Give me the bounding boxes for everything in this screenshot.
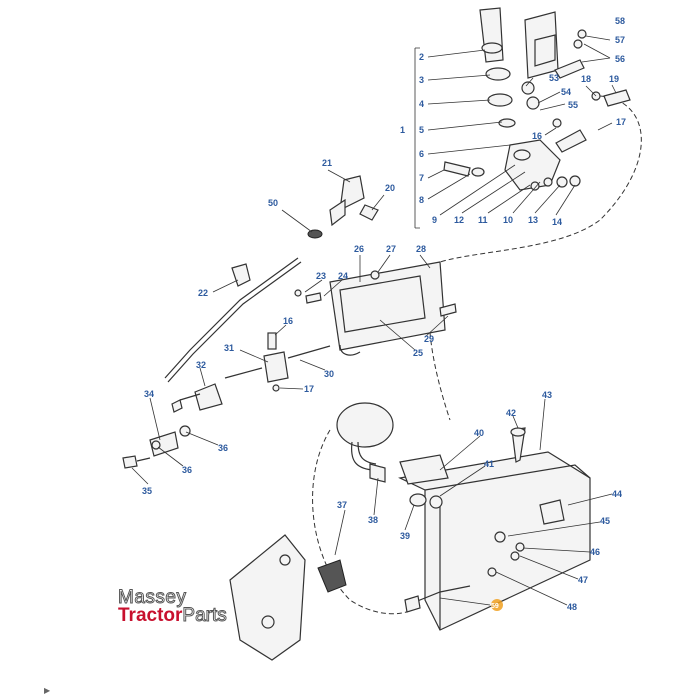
callout-57: 57 [615, 35, 625, 45]
callout-32: 32 [196, 360, 206, 370]
watermark-parts: Parts [182, 605, 227, 626]
callout-29: 29 [424, 334, 434, 344]
callout-24: 24 [338, 271, 348, 281]
callout-39: 39 [400, 531, 410, 541]
callout-22: 22 [198, 288, 208, 298]
callout-9: 9 [432, 215, 437, 225]
highlight-59 [491, 599, 503, 611]
callout-44: 44 [612, 489, 622, 499]
watermark-line1: Massey [118, 587, 187, 608]
callout-5: 5 [419, 125, 424, 135]
callout-28: 28 [416, 244, 426, 254]
callout-4: 4 [419, 99, 424, 109]
callout-23: 23 [316, 271, 326, 281]
watermark-line2: TractorParts [118, 605, 227, 626]
mounting-bracket [294, 261, 457, 356]
group-bracket [414, 47, 420, 229]
callout-54: 54 [561, 87, 571, 97]
callout-40: 40 [474, 428, 484, 438]
callout-1: 1 [400, 125, 405, 135]
watermark-tractor: Tractor [118, 605, 183, 626]
callout-55: 55 [568, 100, 578, 110]
callout-30: 30 [324, 369, 334, 379]
callout-11: 11 [478, 215, 488, 225]
callout-58: 58 [615, 16, 625, 26]
callout-50: 50 [268, 198, 278, 208]
callout-13: 13 [528, 215, 538, 225]
callout-45: 45 [600, 516, 610, 526]
callout-37: 37 [337, 500, 347, 510]
callout-47: 47 [578, 575, 588, 585]
callout-38: 38 [368, 515, 378, 525]
callout-26: 26 [354, 244, 364, 254]
callout-8: 8 [419, 195, 424, 205]
play-icon[interactable]: ▶ [44, 686, 51, 695]
cover-plate [229, 534, 347, 661]
callout-18: 18 [581, 74, 591, 84]
callout-59: 59 [491, 603, 499, 610]
callout-16a: 16 [532, 131, 542, 141]
callout-35: 35 [142, 486, 152, 496]
callout-43: 43 [542, 390, 552, 400]
callout-46: 46 [590, 547, 600, 557]
callout-3: 3 [419, 75, 424, 85]
callout-48: 48 [567, 602, 577, 612]
callout-20: 20 [385, 183, 395, 193]
callout-34: 34 [144, 389, 154, 399]
linkage [122, 332, 331, 469]
callout-36b: 36 [182, 465, 192, 475]
hand-throttle [164, 175, 379, 383]
pivot-assembly [443, 7, 631, 191]
callout-7: 7 [419, 173, 424, 183]
spring-clip [231, 263, 251, 287]
callout-labels: 58 57 56 2 3 53 54 18 19 4 55 1 5 16 17 … [142, 16, 626, 612]
callout-2: 2 [419, 52, 424, 62]
callout-41: 41 [484, 459, 494, 469]
callout-17b: 17 [304, 384, 314, 394]
leader-lines [131, 35, 617, 606]
callout-17a: 17 [616, 117, 626, 127]
callout-25: 25 [413, 348, 423, 358]
callout-53: 53 [549, 73, 559, 83]
callout-31: 31 [224, 343, 234, 353]
massey-tractor-parts-watermark: Massey TractorParts [118, 587, 228, 626]
callout-56: 56 [615, 54, 625, 64]
callout-12: 12 [454, 215, 464, 225]
foot-pedal [336, 402, 394, 483]
callout-6: 6 [419, 149, 424, 159]
callout-27: 27 [386, 244, 396, 254]
pedal-bracket-43 [398, 427, 591, 631]
callout-16b: 16 [283, 316, 293, 326]
callout-42: 42 [506, 408, 516, 418]
callout-21: 21 [322, 158, 332, 168]
callout-10: 10 [503, 215, 513, 225]
callout-36a: 36 [218, 443, 228, 453]
callout-14: 14 [552, 217, 562, 227]
callout-19: 19 [609, 74, 619, 84]
